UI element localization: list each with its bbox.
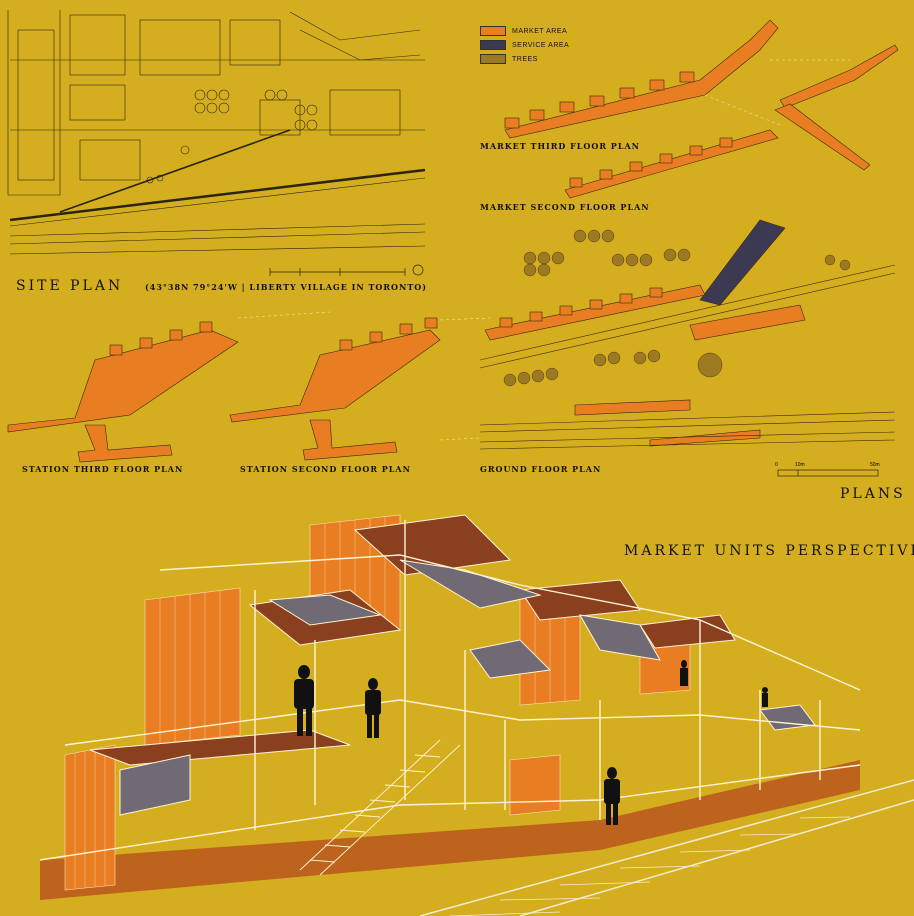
legend-label-trees: TREES: [512, 55, 538, 63]
legend-swatch-market: [480, 26, 506, 36]
perspective-title: MARKET UNITS PERSPECTIVE: [624, 543, 914, 559]
station-third-floor-title: STATION THIRD FLOOR PLAN: [22, 464, 184, 474]
scale-0: 0: [775, 462, 778, 468]
legend-label-service: SERVICE AREA: [512, 41, 570, 49]
plans-title: PLANS: [840, 486, 906, 502]
market-third-floor-title: MARKET THIRD FLOOR PLAN: [480, 141, 640, 151]
site-coordinates: (43°38N 79°24'W | LIBERTY VILLAGE IN TOR…: [145, 282, 428, 292]
scale-10m: 10m: [795, 462, 805, 468]
legend-item-service: SERVICE AREA: [480, 38, 569, 52]
site-plan-title: SITE PLAN: [16, 278, 124, 294]
legend: MARKET AREA SERVICE AREA TREES: [480, 24, 569, 66]
legend-label-market: MARKET AREA: [512, 27, 568, 35]
scale-50m: 50m: [870, 462, 880, 468]
legend-swatch-service: [480, 40, 506, 50]
legend-item-market: MARKET AREA: [480, 24, 569, 38]
ground-floor-title: GROUND FLOOR PLAN: [480, 464, 602, 474]
market-second-floor-title: MARKET SECOND FLOOR PLAN: [480, 202, 650, 212]
station-second-floor-title: STATION SECOND FLOOR PLAN: [240, 464, 411, 474]
legend-swatch-trees: [480, 54, 506, 64]
legend-item-trees: TREES: [480, 52, 569, 66]
